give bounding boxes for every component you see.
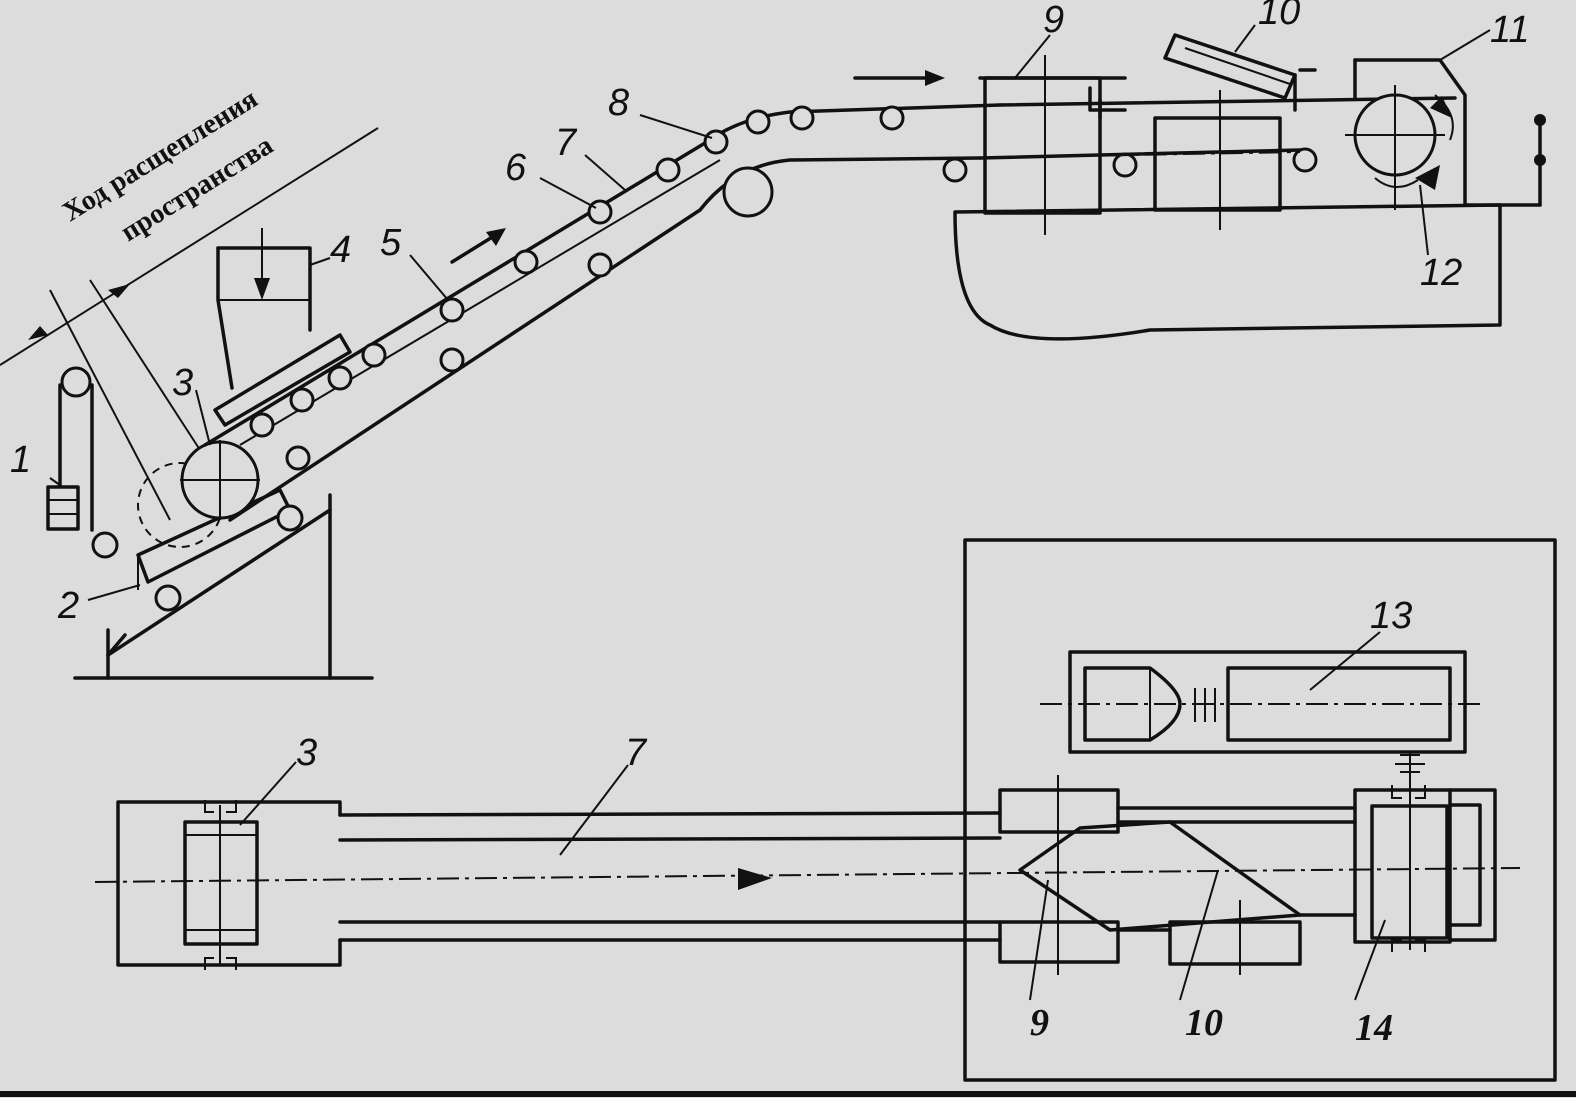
plan-head-station xyxy=(1353,785,1497,952)
label-6: 6 xyxy=(505,147,527,189)
plough-scraper xyxy=(1163,33,1317,112)
motor-unit xyxy=(1040,650,1480,790)
plan-label-9: 9 xyxy=(1030,1002,1049,1044)
label-4: 4 xyxy=(330,229,351,271)
head-drum xyxy=(1345,58,1546,210)
label-11: 11 xyxy=(1490,9,1529,51)
tension-weight xyxy=(46,366,94,532)
inclined-belt xyxy=(203,103,1002,522)
plan-label-13: 13 xyxy=(1370,595,1412,637)
idler-rollers xyxy=(249,105,1318,471)
plan-label-10: 10 xyxy=(1185,1002,1223,1044)
plan-label-7: 7 xyxy=(625,732,648,774)
drive-room xyxy=(963,538,1557,1082)
label-2: 2 xyxy=(57,585,79,627)
bend-drum xyxy=(722,166,774,218)
feed-hopper xyxy=(213,228,352,427)
side-view: Ход расщепления пространства xyxy=(0,0,1546,680)
plan-view: 3 7 13 9 10 14 xyxy=(94,538,1557,1082)
tail-drum xyxy=(137,440,260,548)
plan-label-3: 3 xyxy=(296,732,317,774)
label-12: 12 xyxy=(1420,252,1462,294)
support-frame xyxy=(73,493,374,680)
span-dimension xyxy=(0,127,379,521)
plan-flow-arrow-icon xyxy=(738,868,772,890)
plan-label-14: 14 xyxy=(1355,1007,1393,1049)
label-9: 9 xyxy=(1043,0,1064,41)
label-7: 7 xyxy=(555,122,578,164)
plan-tail-station xyxy=(116,800,342,970)
plan-plough xyxy=(998,775,1302,975)
label-3: 3 xyxy=(172,362,193,404)
side-leaders xyxy=(49,24,1491,601)
plan-leaders xyxy=(239,631,1386,1001)
plan-conveyor xyxy=(94,806,1521,942)
label-5: 5 xyxy=(380,222,402,264)
label-8: 8 xyxy=(608,82,629,124)
label-10: 10 xyxy=(1258,0,1300,33)
drive-station xyxy=(953,55,1502,341)
flow-arrow-icon xyxy=(450,70,945,264)
label-1: 1 xyxy=(10,439,31,481)
rotation-arrow-icon xyxy=(1430,96,1452,118)
